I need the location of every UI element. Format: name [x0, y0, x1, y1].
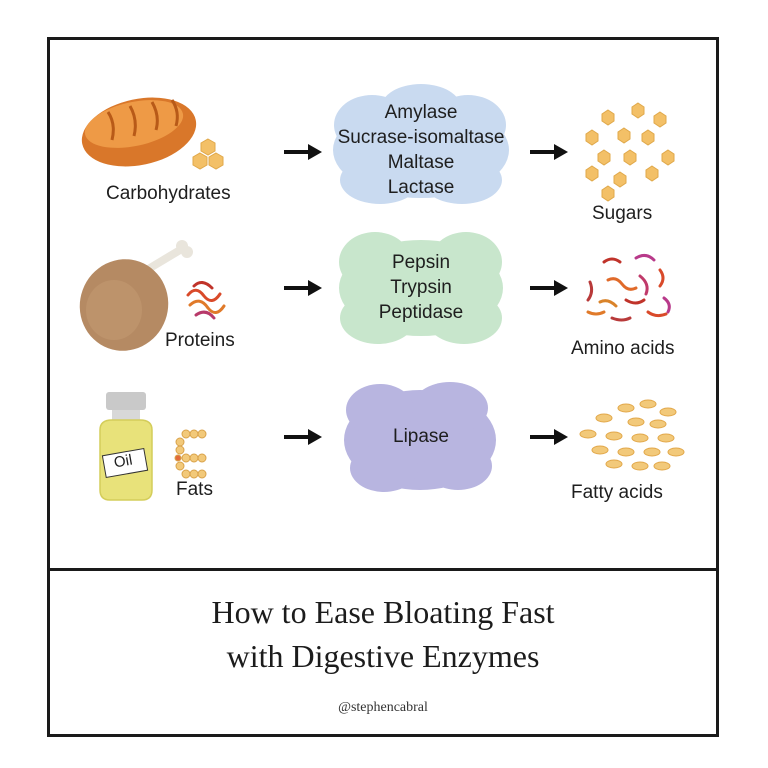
title-line: How to Ease Bloating Fast: [211, 594, 555, 630]
author-handle: @stephencabral: [338, 700, 428, 715]
chicken-leg-icon: [79, 240, 193, 351]
enzyme-cloud-proteins: [339, 232, 503, 344]
title-line: with Digestive Enzymes: [226, 638, 540, 674]
enzyme-list-fats: Lipase: [321, 424, 521, 449]
product-label-sugars: Sugars: [592, 203, 653, 224]
product-label-amino-acids: Amino acids: [571, 338, 675, 359]
amino-acid-strands-icon: [586, 253, 671, 322]
sugar-hexagons-icon: [585, 102, 675, 202]
title-divider: [47, 568, 719, 571]
fatty-acid-ovals-icon: [579, 399, 685, 471]
enzyme-name: Peptidase: [378, 302, 464, 323]
food-label-fats: Fats: [176, 479, 213, 500]
page-title: How to Ease Bloating Fast with Digestive…: [47, 590, 719, 678]
protein-strand-icon: [186, 281, 226, 320]
enzyme-list-carbohydrates: Amylase Sucrase-isomaltase Maltase Lacta…: [321, 100, 521, 200]
oil-bottle-icon: [99, 392, 153, 501]
enzyme-name: Amylase: [384, 102, 458, 123]
product-label-fatty-acids: Fatty acids: [571, 482, 663, 503]
fat-chain-icon: [174, 429, 207, 479]
food-label-proteins: Proteins: [165, 330, 235, 351]
enzyme-cloud-fats: [344, 382, 496, 492]
arrow-right-icon: [284, 144, 568, 445]
enzyme-name: Lipase: [393, 426, 449, 447]
enzyme-name: Maltase: [387, 152, 455, 173]
hexagon-cluster-icon: [192, 138, 224, 170]
enzyme-name: Lactase: [387, 177, 455, 198]
oil-bottle-label: Oil: [112, 451, 134, 472]
food-label-carbohydrates: Carbohydrates: [106, 183, 231, 204]
enzyme-list-proteins: Pepsin Trypsin Peptidase: [321, 250, 521, 325]
enzyme-name: Pepsin: [391, 252, 451, 273]
enzyme-cloud-carbohydrates: [333, 84, 509, 204]
bread-icon: [81, 97, 197, 167]
enzyme-name: Sucrase-isomaltase: [337, 127, 505, 148]
enzyme-name: Trypsin: [390, 277, 452, 298]
